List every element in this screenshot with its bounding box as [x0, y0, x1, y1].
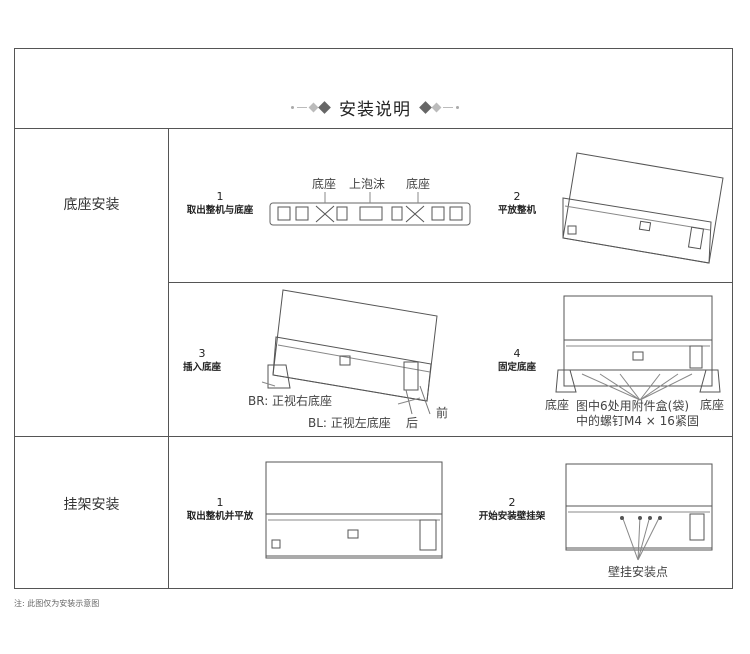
wallmount-step-1-caption: 1 取出整机并平放 [186, 496, 254, 522]
label-base-left-fixed: 底座 [545, 398, 570, 412]
header: 安装说明 [0, 92, 750, 122]
label-wallmount-points: 壁挂安装点 [608, 565, 669, 579]
ornament-right-icon [419, 100, 459, 114]
step-4-caption: 4 固定底座 [497, 347, 536, 373]
label-base-left: 底座 [312, 177, 337, 191]
row-divider-section-1-inner [168, 282, 733, 283]
page-title: 安装说明 [339, 99, 411, 120]
ornament-left-icon [291, 100, 331, 114]
step-1-caption: 1 取出整机与底座 [186, 190, 254, 216]
step-3-caption: 3 插入底座 [182, 347, 221, 373]
row-divider-header [14, 128, 733, 129]
instruction-table [14, 48, 733, 589]
box-illustration-icon [269, 192, 471, 226]
tv-wallmount-install-illustration-icon [565, 463, 713, 561]
label-top-foam: 上泡沫 [349, 177, 386, 191]
footnote: 注: 此图仅为安装示意图 [14, 599, 100, 608]
wallmount-step-2-caption: 2 开始安装壁挂架 [478, 496, 546, 522]
label-screw-note-1: 图中6处用附件盒(袋) [576, 399, 689, 413]
section-label-base-install: 底座安装 [63, 197, 120, 213]
tv-fix-base-illustration-icon [555, 295, 721, 401]
tv-insert-base-illustration-icon [261, 289, 438, 415]
label-screw-note-2: 中的螺钉M4 × 16紧固 [576, 414, 699, 428]
section-label-wall-mount: 挂架安装 [63, 497, 120, 513]
row-divider-section-2 [14, 436, 733, 437]
tv-wallmount-flat-illustration-icon [265, 461, 443, 559]
label-back: 后 [406, 416, 419, 430]
tv-flat-illustration-icon [562, 152, 724, 264]
step-2-caption: 2 平放整机 [497, 190, 536, 216]
label-front: 前 [436, 406, 449, 420]
label-bl-left-base: BL: 正视左底座 [308, 416, 391, 430]
column-divider [168, 128, 169, 589]
label-base-right: 底座 [406, 177, 431, 191]
label-br-right-base: BR: 正视右底座 [248, 394, 333, 408]
label-base-right-fixed: 底座 [700, 398, 725, 412]
